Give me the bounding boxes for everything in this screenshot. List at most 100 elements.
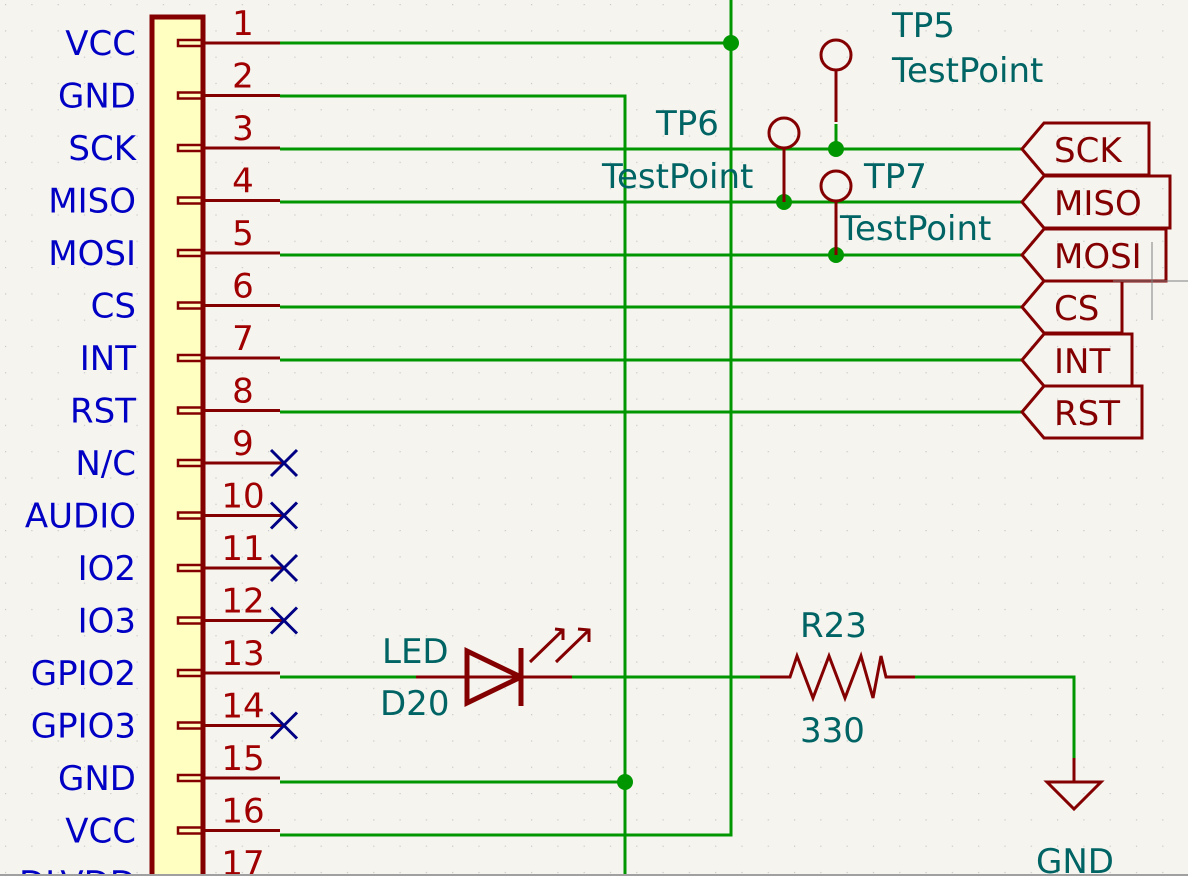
- connector-pin[interactable]: N/C 9: [75, 424, 299, 484]
- pin-name: IO2: [78, 549, 136, 589]
- junction: [828, 141, 844, 157]
- pin-name: INT: [80, 339, 136, 379]
- pin-name: GND: [58, 77, 136, 117]
- no-connect-icon: [269, 553, 299, 583]
- tp7-value: TestPoint: [839, 209, 991, 249]
- resistor-ref: R23: [800, 606, 867, 646]
- pin-number: 16: [221, 792, 264, 832]
- pin-name: GPIO3: [31, 707, 136, 747]
- pin-number: 6: [232, 267, 254, 307]
- wire-vcc: [280, 0, 733, 837]
- led-d20[interactable]: LED D20: [380, 627, 591, 724]
- wire-r-gnd: [915, 675, 1076, 758]
- test-point-tp7[interactable]: TP7 TestPoint: [819, 157, 991, 255]
- connector-pin[interactable]: CS 6: [91, 267, 280, 327]
- connector-pin[interactable]: RST 8: [70, 372, 280, 432]
- pin-name: GPIO2: [31, 654, 136, 694]
- pin-name: VCC: [65, 24, 136, 64]
- pin-number: 9: [232, 424, 254, 464]
- pin-number: 11: [221, 529, 264, 569]
- pin-number: 14: [221, 687, 264, 727]
- pin-number: 2: [232, 57, 254, 97]
- connector-pin[interactable]: VCC 16: [65, 792, 280, 852]
- global-label-text: MOSI: [1054, 237, 1142, 277]
- pin-name: RST: [70, 392, 136, 432]
- global-label-rst[interactable]: RST: [1020, 384, 1144, 440]
- global-label-text: SCK: [1054, 131, 1123, 171]
- pin-name: VCC: [65, 812, 136, 852]
- gnd-power-symbol[interactable]: GND: [1036, 758, 1114, 876]
- crosshair-cursor-icon: [1113, 242, 1188, 320]
- junction: [723, 35, 739, 51]
- connector-pin[interactable]: GND 2: [58, 57, 280, 117]
- connector-pin[interactable]: SCK 3: [68, 109, 280, 169]
- pin-number: 17: [221, 844, 264, 876]
- connector-pin[interactable]: INT 7: [80, 319, 280, 379]
- global-label-text: INT: [1054, 342, 1110, 382]
- connector-pin[interactable]: IO3 12: [78, 582, 299, 642]
- connector-pin[interactable]: VCC 1: [65, 4, 280, 64]
- pin-number: 7: [232, 319, 254, 359]
- pin-number: 4: [232, 162, 254, 202]
- gnd-label: GND: [1036, 842, 1114, 876]
- global-label-shape: [1020, 279, 1124, 335]
- tp5-value: TestPoint: [891, 51, 1043, 91]
- connector-pin[interactable]: GPIO3 14: [31, 687, 299, 747]
- global-labels: SCK MISO MOSI CS INT RST: [1020, 121, 1172, 440]
- no-connect-icon: [269, 606, 299, 635]
- pin-name: SCK: [68, 129, 137, 169]
- pin-name: CS: [91, 287, 136, 327]
- tp6-ref: TP6: [655, 104, 719, 144]
- pin-number: 3: [232, 109, 254, 149]
- no-connect-icon: [269, 711, 299, 740]
- global-label-shape: [1020, 174, 1172, 230]
- wire-gnd: [280, 94, 627, 876]
- light-arrow-icon: [528, 627, 565, 664]
- global-label-mosi[interactable]: MOSI: [1020, 227, 1168, 283]
- pin-number: 13: [221, 634, 264, 674]
- pin-name: MISO: [48, 182, 136, 222]
- led-value: LED: [382, 632, 449, 672]
- connector-pin[interactable]: MISO 4: [48, 162, 280, 222]
- no-connect-icon: [269, 501, 299, 530]
- test-point-tp6[interactable]: TP6 TestPoint: [601, 104, 801, 202]
- global-label-cs[interactable]: CS: [1020, 279, 1124, 335]
- global-label-sck[interactable]: SCK: [1020, 121, 1151, 177]
- no-connect-icon: [269, 448, 299, 478]
- connector-pin[interactable]: MOSI 5: [48, 214, 280, 274]
- test-point-tp5[interactable]: TP5 TestPoint: [819, 6, 1043, 122]
- connector-pin[interactable]: DLVDD 17: [19, 844, 280, 876]
- global-label-shape: [1020, 384, 1144, 440]
- connector-pin[interactable]: GND 15: [58, 739, 280, 799]
- pin-name: DLVDD: [19, 864, 136, 876]
- canvas-bottom-edge: [0, 874, 1188, 876]
- pin-name: GND: [58, 759, 136, 799]
- wires: [280, 0, 1076, 876]
- resistor-r23[interactable]: R23 330: [760, 606, 915, 751]
- global-label-miso[interactable]: MISO: [1020, 174, 1172, 230]
- pin-name: N/C: [75, 444, 136, 484]
- pin-number: 1: [232, 4, 254, 44]
- junction: [617, 774, 633, 790]
- tp5-ref: TP5: [891, 6, 955, 46]
- global-label-shape: [1020, 227, 1168, 283]
- resistor-value: 330: [800, 711, 865, 751]
- global-label-text: RST: [1054, 394, 1120, 434]
- global-label-int[interactable]: INT: [1020, 332, 1134, 388]
- global-label-text: MISO: [1054, 184, 1142, 224]
- connector-body[interactable]: [149, 14, 206, 876]
- light-arrow-icon: [554, 627, 591, 664]
- pin-number: 5: [232, 214, 254, 254]
- connector-pin[interactable]: IO2 11: [78, 529, 299, 589]
- pin-number: 8: [232, 372, 254, 412]
- global-label-shape: [1020, 332, 1134, 388]
- pin-number: 12: [221, 582, 264, 622]
- global-label-text: CS: [1054, 289, 1099, 329]
- pin-number: 15: [221, 739, 264, 779]
- connector-pin[interactable]: GPIO2 13: [31, 634, 280, 694]
- pin-name: MOSI: [48, 234, 136, 274]
- pin-name: IO3: [78, 602, 136, 642]
